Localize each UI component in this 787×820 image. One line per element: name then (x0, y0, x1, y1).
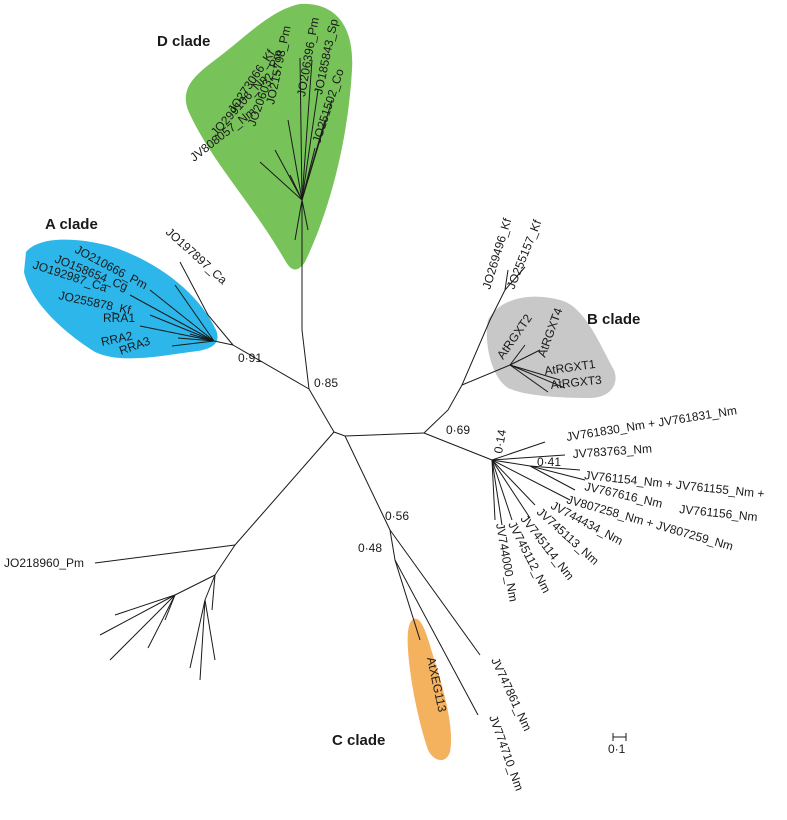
clade-a-title: A clade (45, 216, 98, 233)
clade-d-title: D clade (157, 33, 210, 50)
clade-c-title: C clade (332, 732, 385, 749)
clade-b-branches (509, 344, 566, 393)
clade-d-branches (259, 57, 333, 241)
scale-bar: 0·1 (608, 733, 627, 756)
support-value: 0·69 (446, 423, 470, 437)
branch (232, 344, 310, 390)
clade-a-branches (129, 284, 215, 347)
taxon-label: JV761830_Nm + JV761831_Nm (565, 403, 738, 444)
taxon-label: JO197897_Ca (163, 225, 230, 287)
taxon-label: RRA2 (100, 329, 135, 349)
support-value: 0·85 (314, 376, 338, 390)
tree-branches (94, 57, 586, 716)
clade-b-title: B clade (587, 311, 640, 328)
clade-a-hull (24, 239, 218, 359)
support-value: 0·48 (358, 541, 382, 555)
taxon-label: AtRGXT3 (550, 373, 603, 392)
taxon-label: JO218960_Pm (4, 556, 84, 570)
branch (301, 200, 310, 390)
clade-b-hull (486, 296, 616, 398)
scale-bar-label: 0·1 (608, 742, 626, 756)
branch (308, 388, 335, 433)
support-value: 0·14 (491, 428, 509, 454)
support-value: 0·56 (385, 509, 409, 523)
taxon-label: JV761156_Nm (679, 502, 759, 524)
taxon-label: JV783763_Nm (572, 441, 652, 461)
support-value: 0·41 (537, 455, 561, 469)
unlabeled-branches (99, 574, 216, 681)
right-cluster-branches (491, 441, 586, 526)
taxon-label: RRA1 (103, 311, 135, 325)
support-value: 0·91 (238, 351, 262, 365)
branch (333, 431, 425, 437)
clade-c-hull (407, 618, 452, 761)
clade-d-hull (185, 3, 353, 270)
